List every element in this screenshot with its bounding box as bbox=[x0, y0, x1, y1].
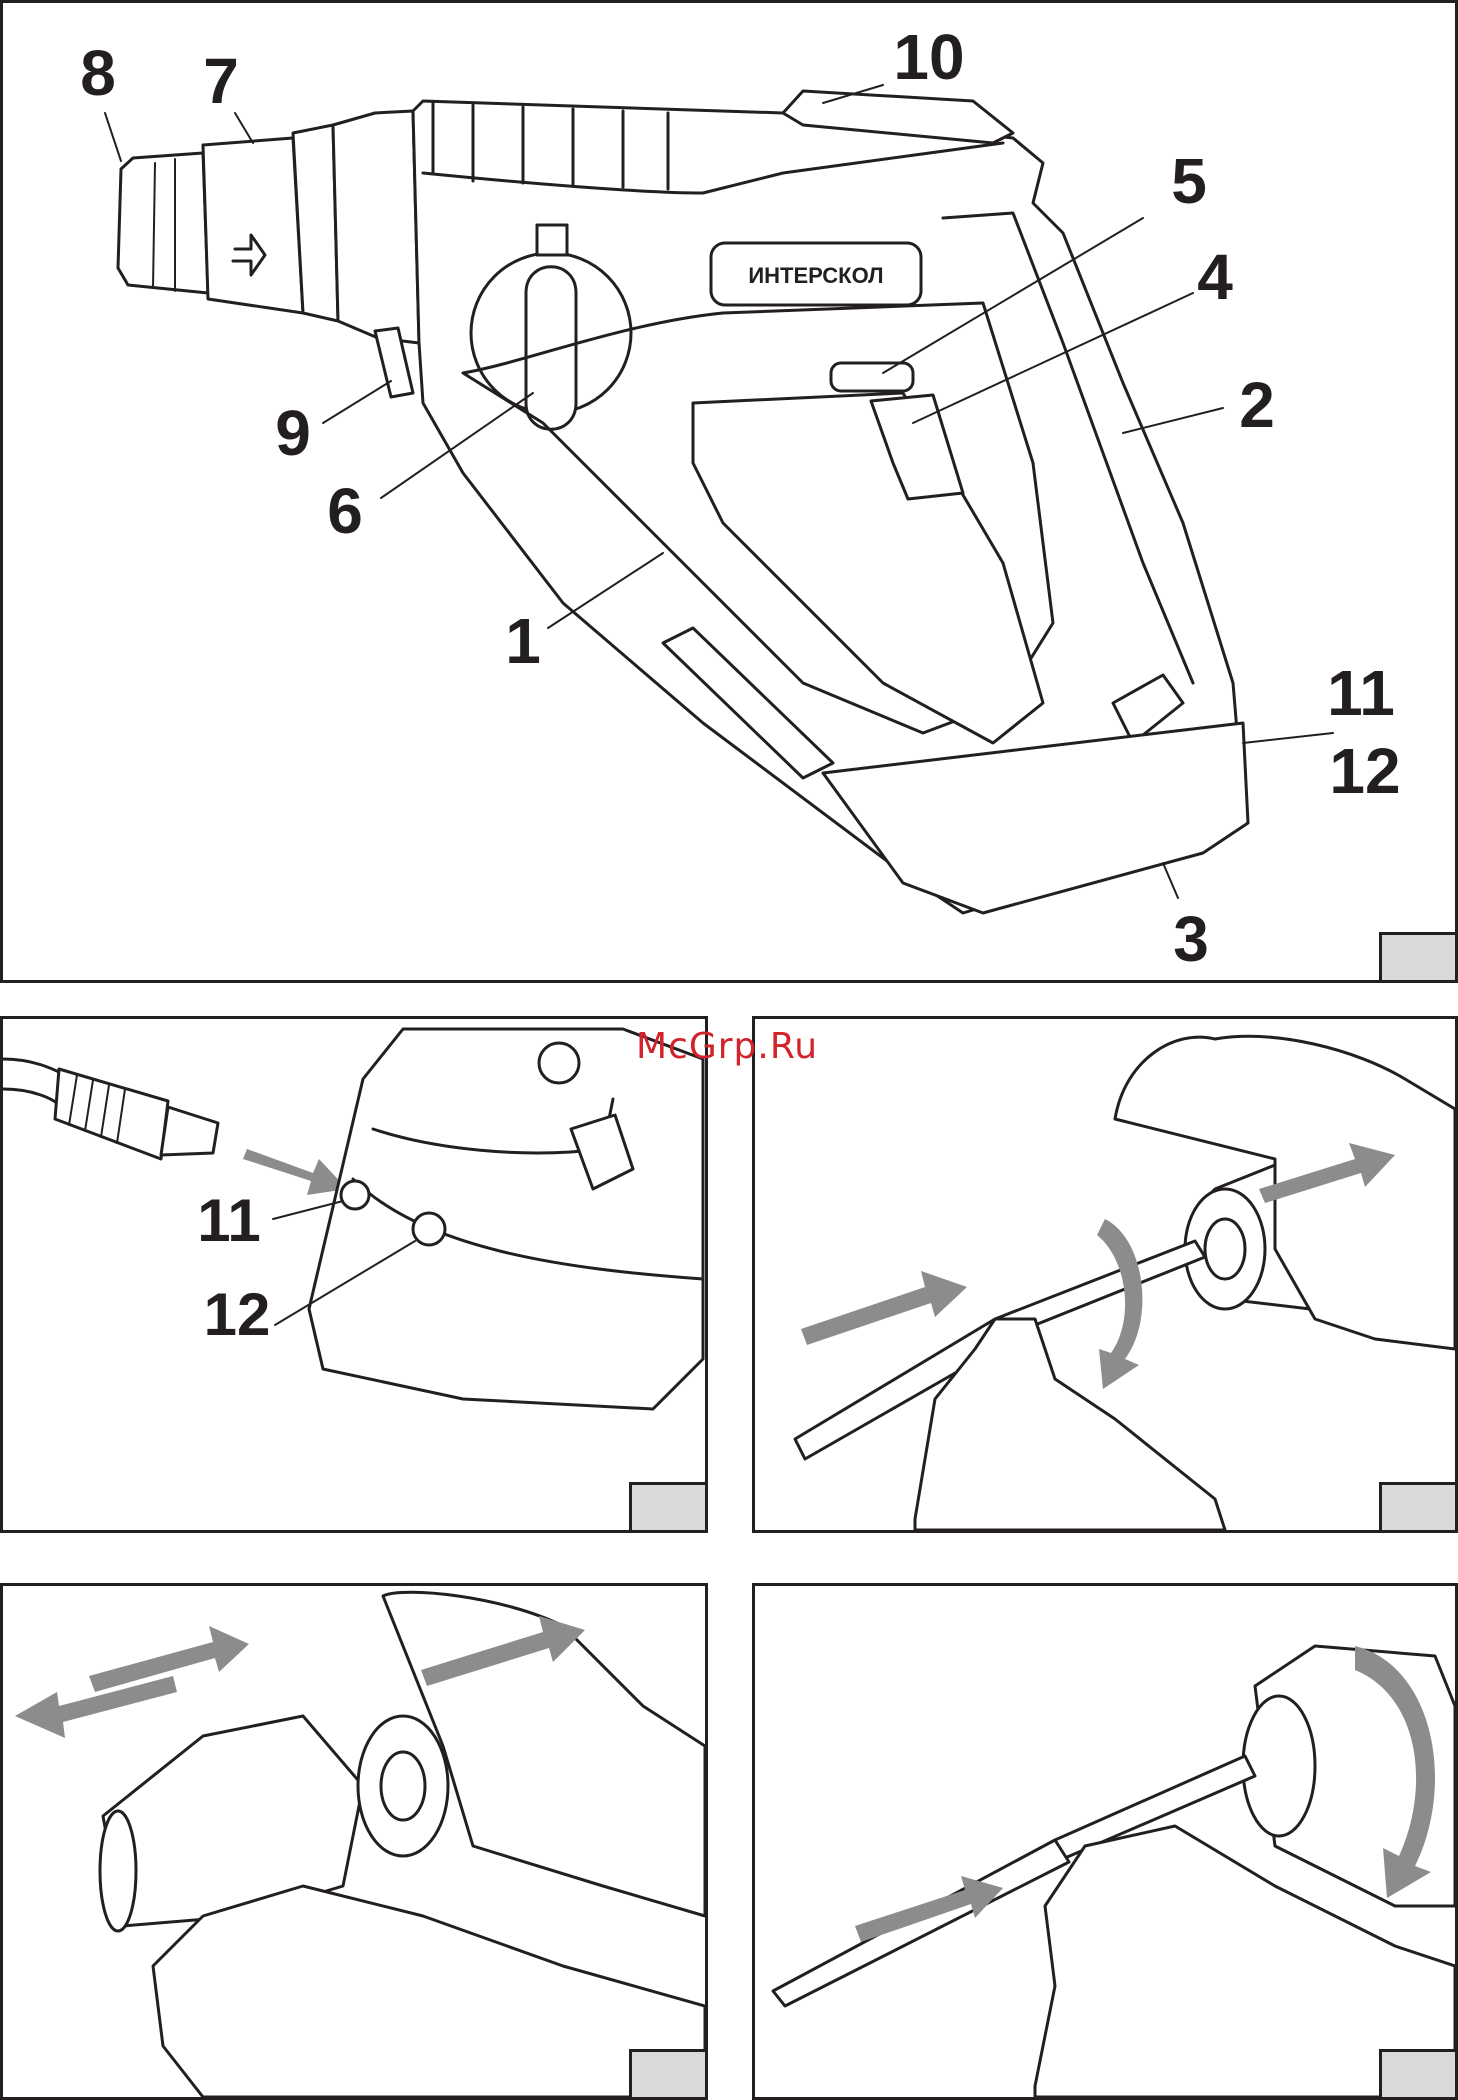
label-12: 12 bbox=[1329, 735, 1400, 807]
socket-illustration: 11 12 bbox=[3, 1019, 705, 1530]
brand-text: ИНТЕРСКОЛ bbox=[748, 263, 883, 288]
label-5: 5 bbox=[1171, 145, 1207, 217]
label-3: 3 bbox=[1173, 903, 1209, 975]
chuck-sleeve bbox=[203, 138, 303, 313]
label-11: 11 bbox=[1327, 657, 1395, 729]
chuck-tip bbox=[118, 153, 208, 293]
indicator-socket bbox=[413, 1213, 445, 1245]
tool-base bbox=[309, 1029, 703, 1409]
label-4: 4 bbox=[1197, 241, 1233, 313]
figure-tab bbox=[629, 2049, 705, 2097]
figure-tab bbox=[1379, 932, 1455, 980]
charger-plug bbox=[55, 1069, 168, 1159]
label-8: 8 bbox=[80, 37, 116, 109]
push-arrow-icon bbox=[801, 1271, 967, 1345]
tool-illustration: ИНТЕРСКОЛ bbox=[3, 3, 1455, 980]
mode-selector-icon bbox=[537, 225, 567, 255]
chuck-hole bbox=[1205, 1219, 1245, 1279]
label-11: 11 bbox=[197, 1187, 260, 1254]
figure-main-tool: ИНТЕРСКОЛ bbox=[0, 0, 1458, 983]
hand-left bbox=[153, 1886, 705, 2097]
chuck-face bbox=[100, 1811, 136, 1931]
label-9: 9 bbox=[275, 397, 311, 469]
label-10: 10 bbox=[893, 21, 964, 93]
plug-tip bbox=[161, 1107, 218, 1155]
chuck-front bbox=[1243, 1696, 1315, 1836]
label-7: 7 bbox=[203, 45, 239, 117]
watermark: McGrp.Ru bbox=[636, 1026, 818, 1067]
figure-tab bbox=[1379, 2049, 1455, 2097]
leader-7 bbox=[235, 113, 253, 143]
figure-insert-bit bbox=[752, 1016, 1458, 1533]
figure-insert-drill bbox=[752, 1583, 1458, 2100]
remove-chuck-illustration bbox=[3, 1586, 705, 2097]
leader-9 bbox=[323, 381, 391, 423]
tool-spindle bbox=[381, 1752, 425, 1820]
figure-charger-socket: 11 12 bbox=[0, 1016, 708, 1533]
insert-bit-illustration bbox=[755, 1019, 1455, 1530]
drill-bit-flutes bbox=[773, 1840, 1069, 2006]
charge-socket[interactable] bbox=[341, 1181, 369, 1209]
gear-housing bbox=[333, 111, 419, 343]
leader-8 bbox=[105, 113, 121, 161]
label-6: 6 bbox=[327, 475, 363, 547]
figure-remove-chuck bbox=[0, 1583, 708, 2100]
charger-cable bbox=[3, 1059, 63, 1105]
leader-3 bbox=[1163, 863, 1178, 898]
rotate-arrow-icon bbox=[1097, 1219, 1142, 1389]
mode-selector-knob[interactable] bbox=[526, 267, 576, 430]
switch-lock-button[interactable] bbox=[831, 363, 913, 391]
label-1: 1 bbox=[505, 605, 541, 677]
label-12: 12 bbox=[204, 1281, 271, 1348]
leader-11-12 bbox=[1243, 733, 1333, 743]
label-2: 2 bbox=[1239, 369, 1275, 441]
figure-tab bbox=[1379, 1482, 1455, 1530]
figure-tab bbox=[629, 1482, 705, 1530]
indicator-light bbox=[539, 1043, 579, 1083]
insert-drill-illustration bbox=[755, 1586, 1455, 2097]
